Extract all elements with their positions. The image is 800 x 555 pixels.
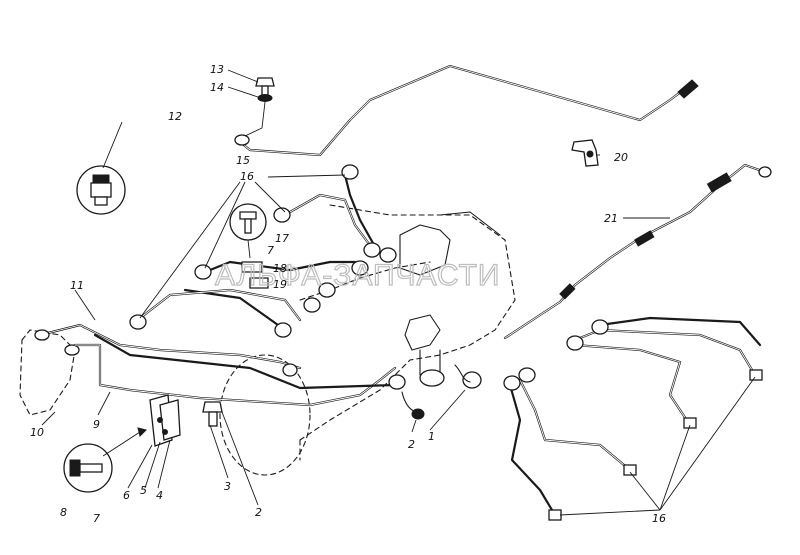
callout-14: 14 xyxy=(210,81,224,94)
callout-19: 19 xyxy=(273,278,287,291)
pipe-15 xyxy=(234,64,699,157)
callout-10: 10 xyxy=(30,426,44,439)
callout-18: 18 xyxy=(273,262,287,275)
bolt-13 xyxy=(255,77,275,97)
callout-21: 21 xyxy=(604,212,618,225)
callout-20: 20 xyxy=(614,151,628,164)
callout-5: 5 xyxy=(140,484,147,497)
leader-lines xyxy=(41,69,756,516)
callout-13: 13 xyxy=(210,63,224,76)
callout-9: 9 xyxy=(93,418,100,431)
injection-pump xyxy=(399,211,501,387)
washer-2 xyxy=(401,391,425,420)
fitting-1 xyxy=(454,364,482,389)
callout-7-lower: 7 xyxy=(93,512,100,525)
callout-17: 17 xyxy=(275,232,289,245)
callout-16-left: 16 xyxy=(240,170,254,183)
callout-16-right: 16 xyxy=(652,512,666,525)
clamp-assembly xyxy=(149,394,181,447)
pipe-set-16-right xyxy=(503,316,763,521)
bolt-3 xyxy=(202,401,223,427)
callout-4: 4 xyxy=(156,489,163,502)
pipe-11 xyxy=(34,323,302,370)
bracket-20 xyxy=(571,139,599,167)
washer-14 xyxy=(257,94,273,102)
fitting-12 xyxy=(76,165,126,215)
callout-11: 11 xyxy=(70,279,84,292)
bolt-8-detail xyxy=(63,427,147,493)
bolt-17-detail xyxy=(229,203,267,241)
callout-3: 3 xyxy=(224,480,231,493)
pipe-21 xyxy=(503,163,772,340)
callout-8: 8 xyxy=(60,506,67,519)
clip-19 xyxy=(249,277,269,289)
callout-7-upper: 7 xyxy=(267,244,274,257)
pipe-9 xyxy=(73,333,406,407)
callout-15: 15 xyxy=(236,154,250,167)
callout-2-washer: 2 xyxy=(408,438,415,451)
callout-2-bolt: 2 xyxy=(255,506,262,519)
pipe-set-16-left xyxy=(129,164,397,338)
callout-6: 6 xyxy=(123,489,130,502)
callout-labels: 1 2 2 3 4 5 6 7 7 8 9 10 11 12 13 14 15 … xyxy=(30,63,666,525)
clip-18 xyxy=(241,261,263,273)
callout-1: 1 xyxy=(428,430,435,443)
watermark-text: АЛЬФА-ЗАПЧАСТИ xyxy=(215,259,500,292)
callout-12: 12 xyxy=(168,110,182,123)
